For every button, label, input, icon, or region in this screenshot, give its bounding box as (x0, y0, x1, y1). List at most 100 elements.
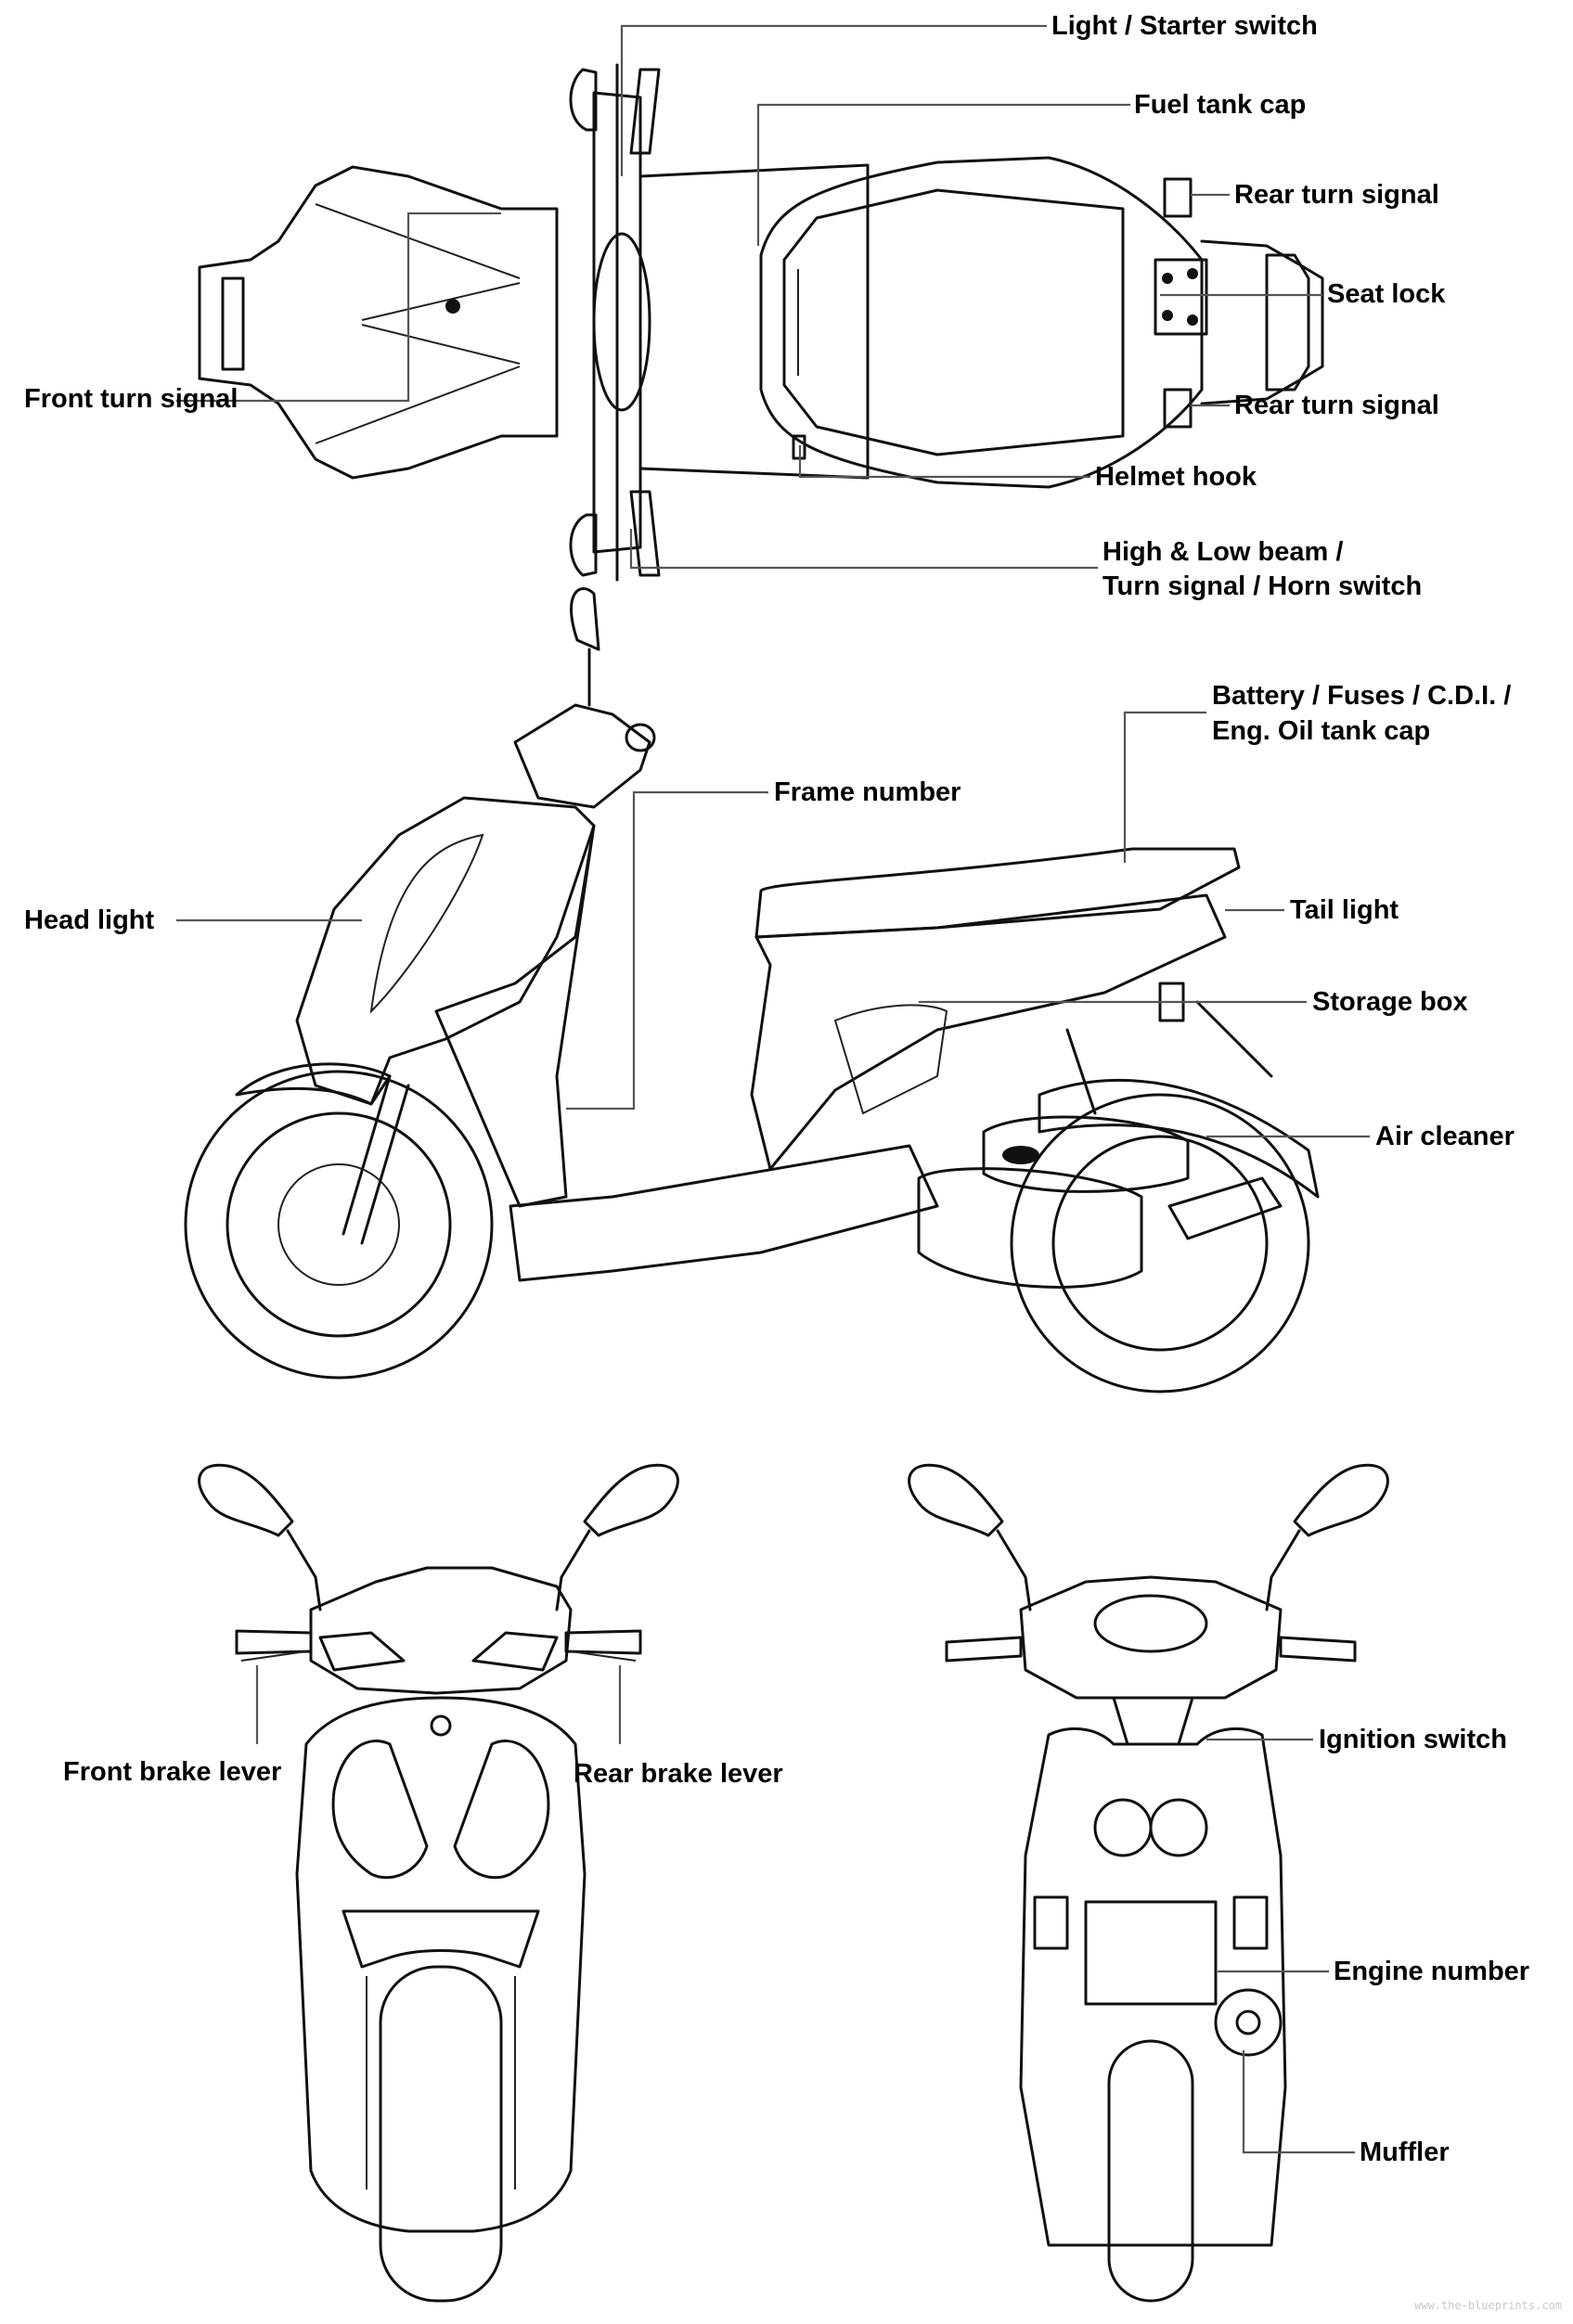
front-fender-top (198, 165, 559, 480)
seat-side (754, 847, 1241, 939)
rear-steering-column (1112, 1696, 1194, 1746)
front-view-scooter (198, 1463, 679, 2303)
front-left-mirror (198, 1463, 322, 1611)
label-front-turn-signal: Front turn signal (24, 384, 239, 414)
leg-shield (434, 824, 596, 1208)
front-wheel (184, 1070, 494, 1380)
license-plate (1084, 1900, 1218, 2006)
speedometer-top (592, 232, 651, 412)
top-view-scooter (198, 63, 1324, 582)
front-fork (342, 1074, 410, 1245)
label-rear-turn-signal-upper: Rear turn signal (1234, 180, 1439, 210)
rear-left-signal (1033, 1895, 1069, 1950)
front-right-lamp (471, 1631, 559, 1672)
label-battery-line1: Battery / Fuses / C.D.I. / (1212, 681, 1512, 711)
air-cleaner-shape (982, 1115, 1190, 1193)
front-handlebar-cover (309, 1566, 573, 1695)
rear-rim (1051, 1135, 1269, 1352)
front-shield (295, 1696, 587, 2233)
front-tire (379, 1965, 503, 2303)
headlight-side (369, 833, 484, 1014)
label-light-starter-switch: Light / Starter switch (1051, 11, 1318, 41)
side-view-scooter (184, 587, 1320, 1393)
front-view-leaders (255, 1665, 622, 1744)
front-right-mirror (555, 1463, 679, 1611)
label-air-cleaner: Air cleaner (1375, 1122, 1515, 1151)
label-beam-switch-line2: Turn signal / Horn switch (1102, 571, 1423, 601)
muffler-shape (1214, 1988, 1283, 2057)
front-left-grip (235, 1629, 313, 1655)
top-headlight-dot (445, 299, 460, 314)
front-apron (295, 796, 596, 1106)
rear-body-shell (1019, 1727, 1287, 2247)
front-left-lamp (318, 1631, 406, 1672)
storage-box-panel (833, 1004, 948, 1115)
label-seat-lock: Seat lock (1327, 279, 1446, 309)
license-plate-holder (1195, 1000, 1273, 1078)
floorboard-side (509, 1144, 939, 1282)
throttle-grip (625, 723, 656, 752)
front-right-grip (564, 1629, 642, 1655)
rear-light-top (1265, 253, 1310, 392)
label-frame-number: Frame number (774, 777, 961, 807)
rear-right-grip (1279, 1636, 1357, 1663)
label-rear-turn-signal-lower: Rear turn signal (1234, 391, 1439, 420)
rear-view-scooter (908, 1463, 1389, 2303)
label-tail-light: Tail light (1290, 895, 1399, 925)
front-rim (226, 1111, 452, 1338)
rear-shock (1065, 1028, 1097, 1115)
seat-lock-housing (1154, 258, 1208, 336)
rear-handlebar-cover (1019, 1575, 1283, 1700)
rear-wheel (1010, 1093, 1310, 1393)
rear-turn-signal-lower-shape (1163, 388, 1193, 429)
front-fender-inner (221, 276, 245, 371)
seat-top (759, 156, 1204, 489)
rear-light-right (1149, 1798, 1208, 1857)
front-fender-side (235, 1062, 392, 1106)
rear-turn-signal-upper-shape (1163, 177, 1193, 218)
front-headlight-left (331, 1740, 429, 1880)
label-helmet-hook: Helmet hook (1095, 462, 1257, 492)
label-head-light: Head light (24, 905, 155, 935)
front-fender-front (342, 1909, 540, 1969)
exhaust-side (1167, 1176, 1283, 1240)
label-front-brake-lever: Front brake lever (63, 1757, 282, 1787)
headset-side (513, 703, 651, 809)
rear-speedometer (1093, 1594, 1208, 1653)
right-grip-top (629, 490, 661, 577)
rear-view-leaders (1206, 1738, 1355, 2154)
label-engine-number: Engine number (1334, 1957, 1530, 1986)
rear-fender (1038, 1078, 1320, 1199)
front-headlight-right (453, 1740, 550, 1880)
front-brake-disc (277, 1163, 400, 1286)
tail-top (1200, 239, 1324, 405)
label-muffler: Muffler (1360, 2138, 1450, 2167)
label-fuel-tank-cap: Fuel tank cap (1134, 90, 1307, 120)
mirror-side (570, 587, 600, 707)
front-cowl-v (315, 203, 521, 444)
rear-body (750, 893, 1227, 1171)
label-rear-brake-lever: Rear brake lever (574, 1759, 783, 1789)
label-battery-line2: Eng. Oil tank cap (1212, 716, 1431, 746)
rear-left-mirror (908, 1463, 1032, 1611)
rear-right-mirror (1265, 1463, 1389, 1611)
rear-left-grip (945, 1636, 1023, 1663)
floorboard-top (638, 163, 870, 480)
rear-tire (1107, 2039, 1194, 2303)
handlebar-top (592, 63, 642, 582)
front-emblem (430, 1714, 452, 1737)
label-beam-switch-line1: High & Low beam / (1102, 537, 1344, 567)
watermark: www.the-blueprints.com (1414, 2299, 1562, 2312)
label-storage-box: Storage box (1312, 987, 1468, 1017)
right-mirror-top (569, 513, 598, 577)
left-mirror-top (569, 68, 598, 132)
cvt-cover (917, 1167, 1143, 1289)
rear-light-left (1093, 1798, 1153, 1857)
side-view-leaders (176, 711, 1370, 1138)
label-ignition-switch: Ignition switch (1319, 1725, 1507, 1754)
left-grip-top (629, 68, 661, 155)
rear-right-signal (1232, 1895, 1269, 1950)
top-view-leaders (176, 24, 1322, 570)
seat-inner-top (782, 188, 1125, 456)
